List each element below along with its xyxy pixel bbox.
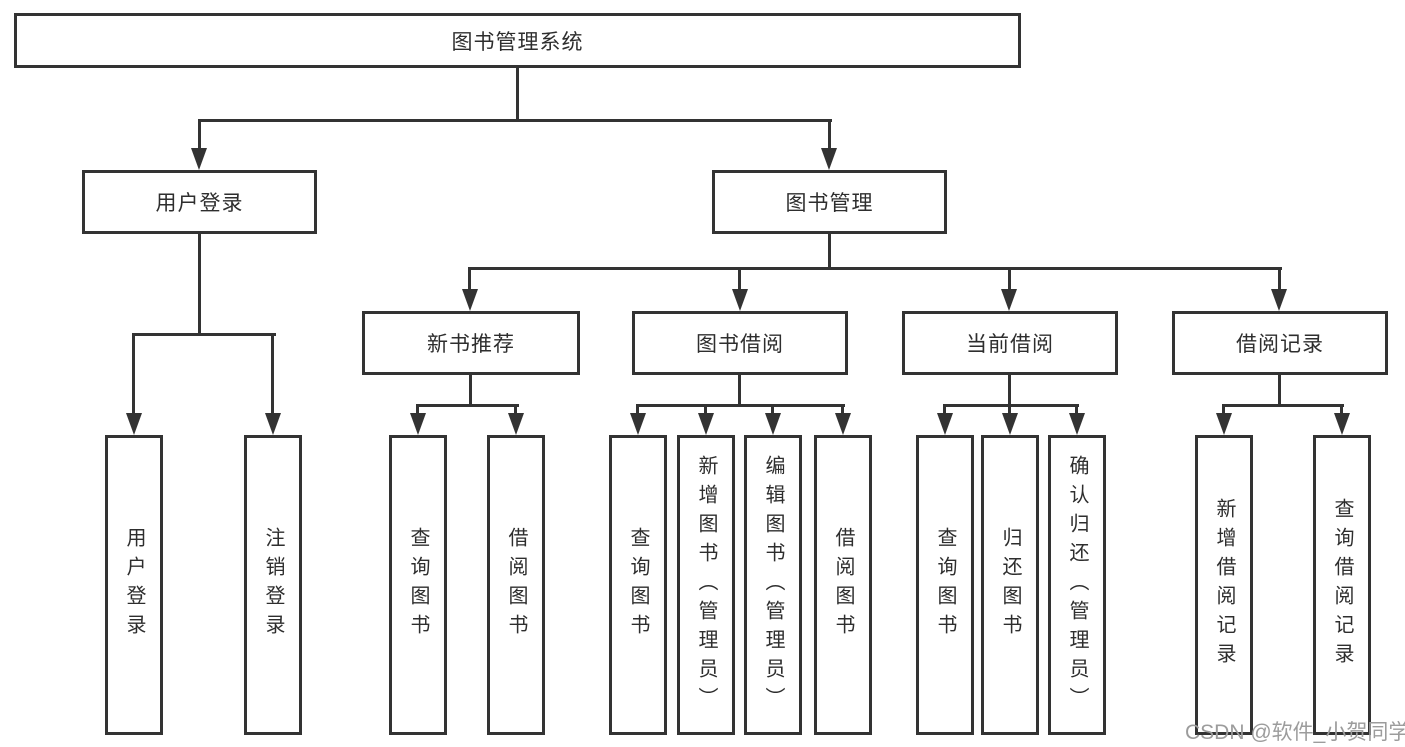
node-current-borrowing: 当前借阅: [902, 311, 1118, 375]
connector-arrowhead: [1216, 413, 1232, 435]
connector-arrowhead: [1069, 413, 1085, 435]
connector-to-leaf: [771, 404, 774, 414]
leaf-user-login: 用户登录: [105, 435, 163, 735]
connector-stem: [469, 375, 472, 407]
connector-level1-rail: [198, 119, 832, 122]
connector-to-leaf: [943, 404, 946, 414]
leaf-query-borrow-record: 查询借阅记录: [1313, 435, 1371, 735]
node-borrowing-records: 借阅记录: [1172, 311, 1388, 375]
leaf-confirm-return-admin: 确认归还（管理员）: [1048, 435, 1106, 735]
connector-arrowhead: [835, 413, 851, 435]
connector-to-node: [738, 267, 741, 291]
connector-to-leaf: [271, 333, 274, 414]
connector-arrowhead: [508, 413, 524, 435]
leaf-edit-books-admin: 编辑图书（管理员）: [744, 435, 802, 735]
connector-arrowhead: [191, 148, 207, 170]
leaf-add-books-admin: 新增图书（管理员）: [677, 435, 735, 735]
connector-to-user-login: [198, 119, 201, 149]
connector-to-leaf: [1340, 404, 1343, 414]
connector-user-login-stem: [198, 232, 201, 336]
connector-to-leaf: [132, 333, 135, 414]
node-book-management: 图书管理: [712, 170, 947, 234]
connector-arrowhead: [410, 413, 426, 435]
connector-to-leaf: [416, 404, 419, 414]
connector-stem: [1278, 375, 1281, 407]
connector-to-node: [1008, 267, 1011, 291]
leaf-borrow-books: 借阅图书: [814, 435, 872, 735]
connector-arrowhead: [1001, 289, 1017, 311]
connector-arrowhead: [821, 148, 837, 170]
connector-level2-rail: [468, 267, 1282, 270]
leaf-query-books-recommend: 查询图书: [389, 435, 447, 735]
connector-rail: [416, 404, 519, 407]
connector-to-leaf: [1075, 404, 1078, 414]
connector-to-leaf: [841, 404, 844, 414]
connector-arrowhead: [630, 413, 646, 435]
connector-book-management-stem: [828, 234, 831, 270]
connector-stem: [1008, 375, 1011, 407]
connector-to-leaf: [1222, 404, 1225, 414]
connector-rail: [1222, 404, 1344, 407]
leaf-query-books-current: 查询图书: [916, 435, 974, 735]
connector-arrowhead: [126, 413, 142, 435]
connector-rail: [943, 404, 1079, 407]
leaf-query-books-borrowing: 查询图书: [609, 435, 667, 735]
watermark: CSDN @软件_小贺同学: [1185, 721, 1405, 744]
connector-to-leaf: [514, 404, 517, 414]
connector-arrowhead: [732, 289, 748, 311]
connector-arrowhead: [1271, 289, 1287, 311]
leaf-borrow-books-recommend: 借阅图书: [487, 435, 545, 735]
connector-rail: [636, 404, 845, 407]
node-user-login: 用户登录: [82, 170, 317, 234]
connector-arrowhead: [937, 413, 953, 435]
connector-arrowhead: [1334, 413, 1350, 435]
connector-stem: [738, 375, 741, 407]
connector-arrowhead: [462, 289, 478, 311]
leaf-return-books: 归还图书: [981, 435, 1039, 735]
connector-to-leaf: [636, 404, 639, 414]
leaf-add-borrow-record: 新增借阅记录: [1195, 435, 1253, 735]
connector-arrowhead: [698, 413, 714, 435]
connector-root-stem: [516, 68, 519, 122]
node-new-book-recommendation: 新书推荐: [362, 311, 580, 375]
connector-to-node: [468, 267, 471, 291]
connector-to-book-management: [828, 119, 831, 149]
connector-arrowhead: [765, 413, 781, 435]
connector-to-leaf: [704, 404, 707, 414]
connector-to-node: [1278, 267, 1281, 291]
connector-arrowhead: [1002, 413, 1018, 435]
connector-to-leaf: [1008, 404, 1011, 414]
leaf-logout: 注销登录: [244, 435, 302, 735]
node-library-management-system: 图书管理系统: [14, 13, 1021, 68]
node-book-borrowing: 图书借阅: [632, 311, 848, 375]
connector-arrowhead: [265, 413, 281, 435]
connector-user-login-rail: [132, 333, 276, 336]
